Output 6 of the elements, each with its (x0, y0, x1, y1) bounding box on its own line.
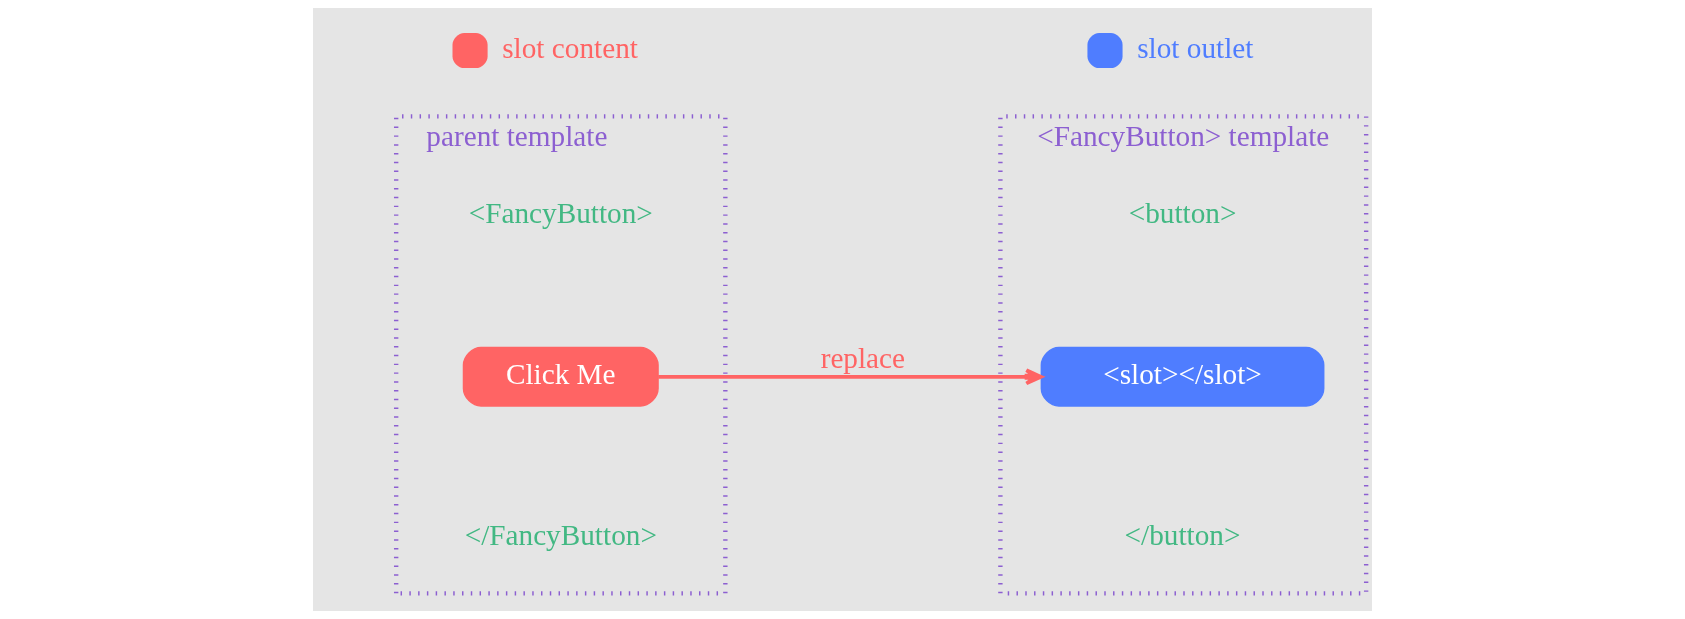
arrow (658, 368, 1043, 386)
edge-label: replace (820, 342, 906, 375)
legend-label: slot outlet (1137, 31, 1254, 64)
legend-label: slot content (502, 31, 638, 64)
node-box: Click Me (462, 346, 659, 407)
node-box: <slot></slot> (1040, 346, 1325, 407)
